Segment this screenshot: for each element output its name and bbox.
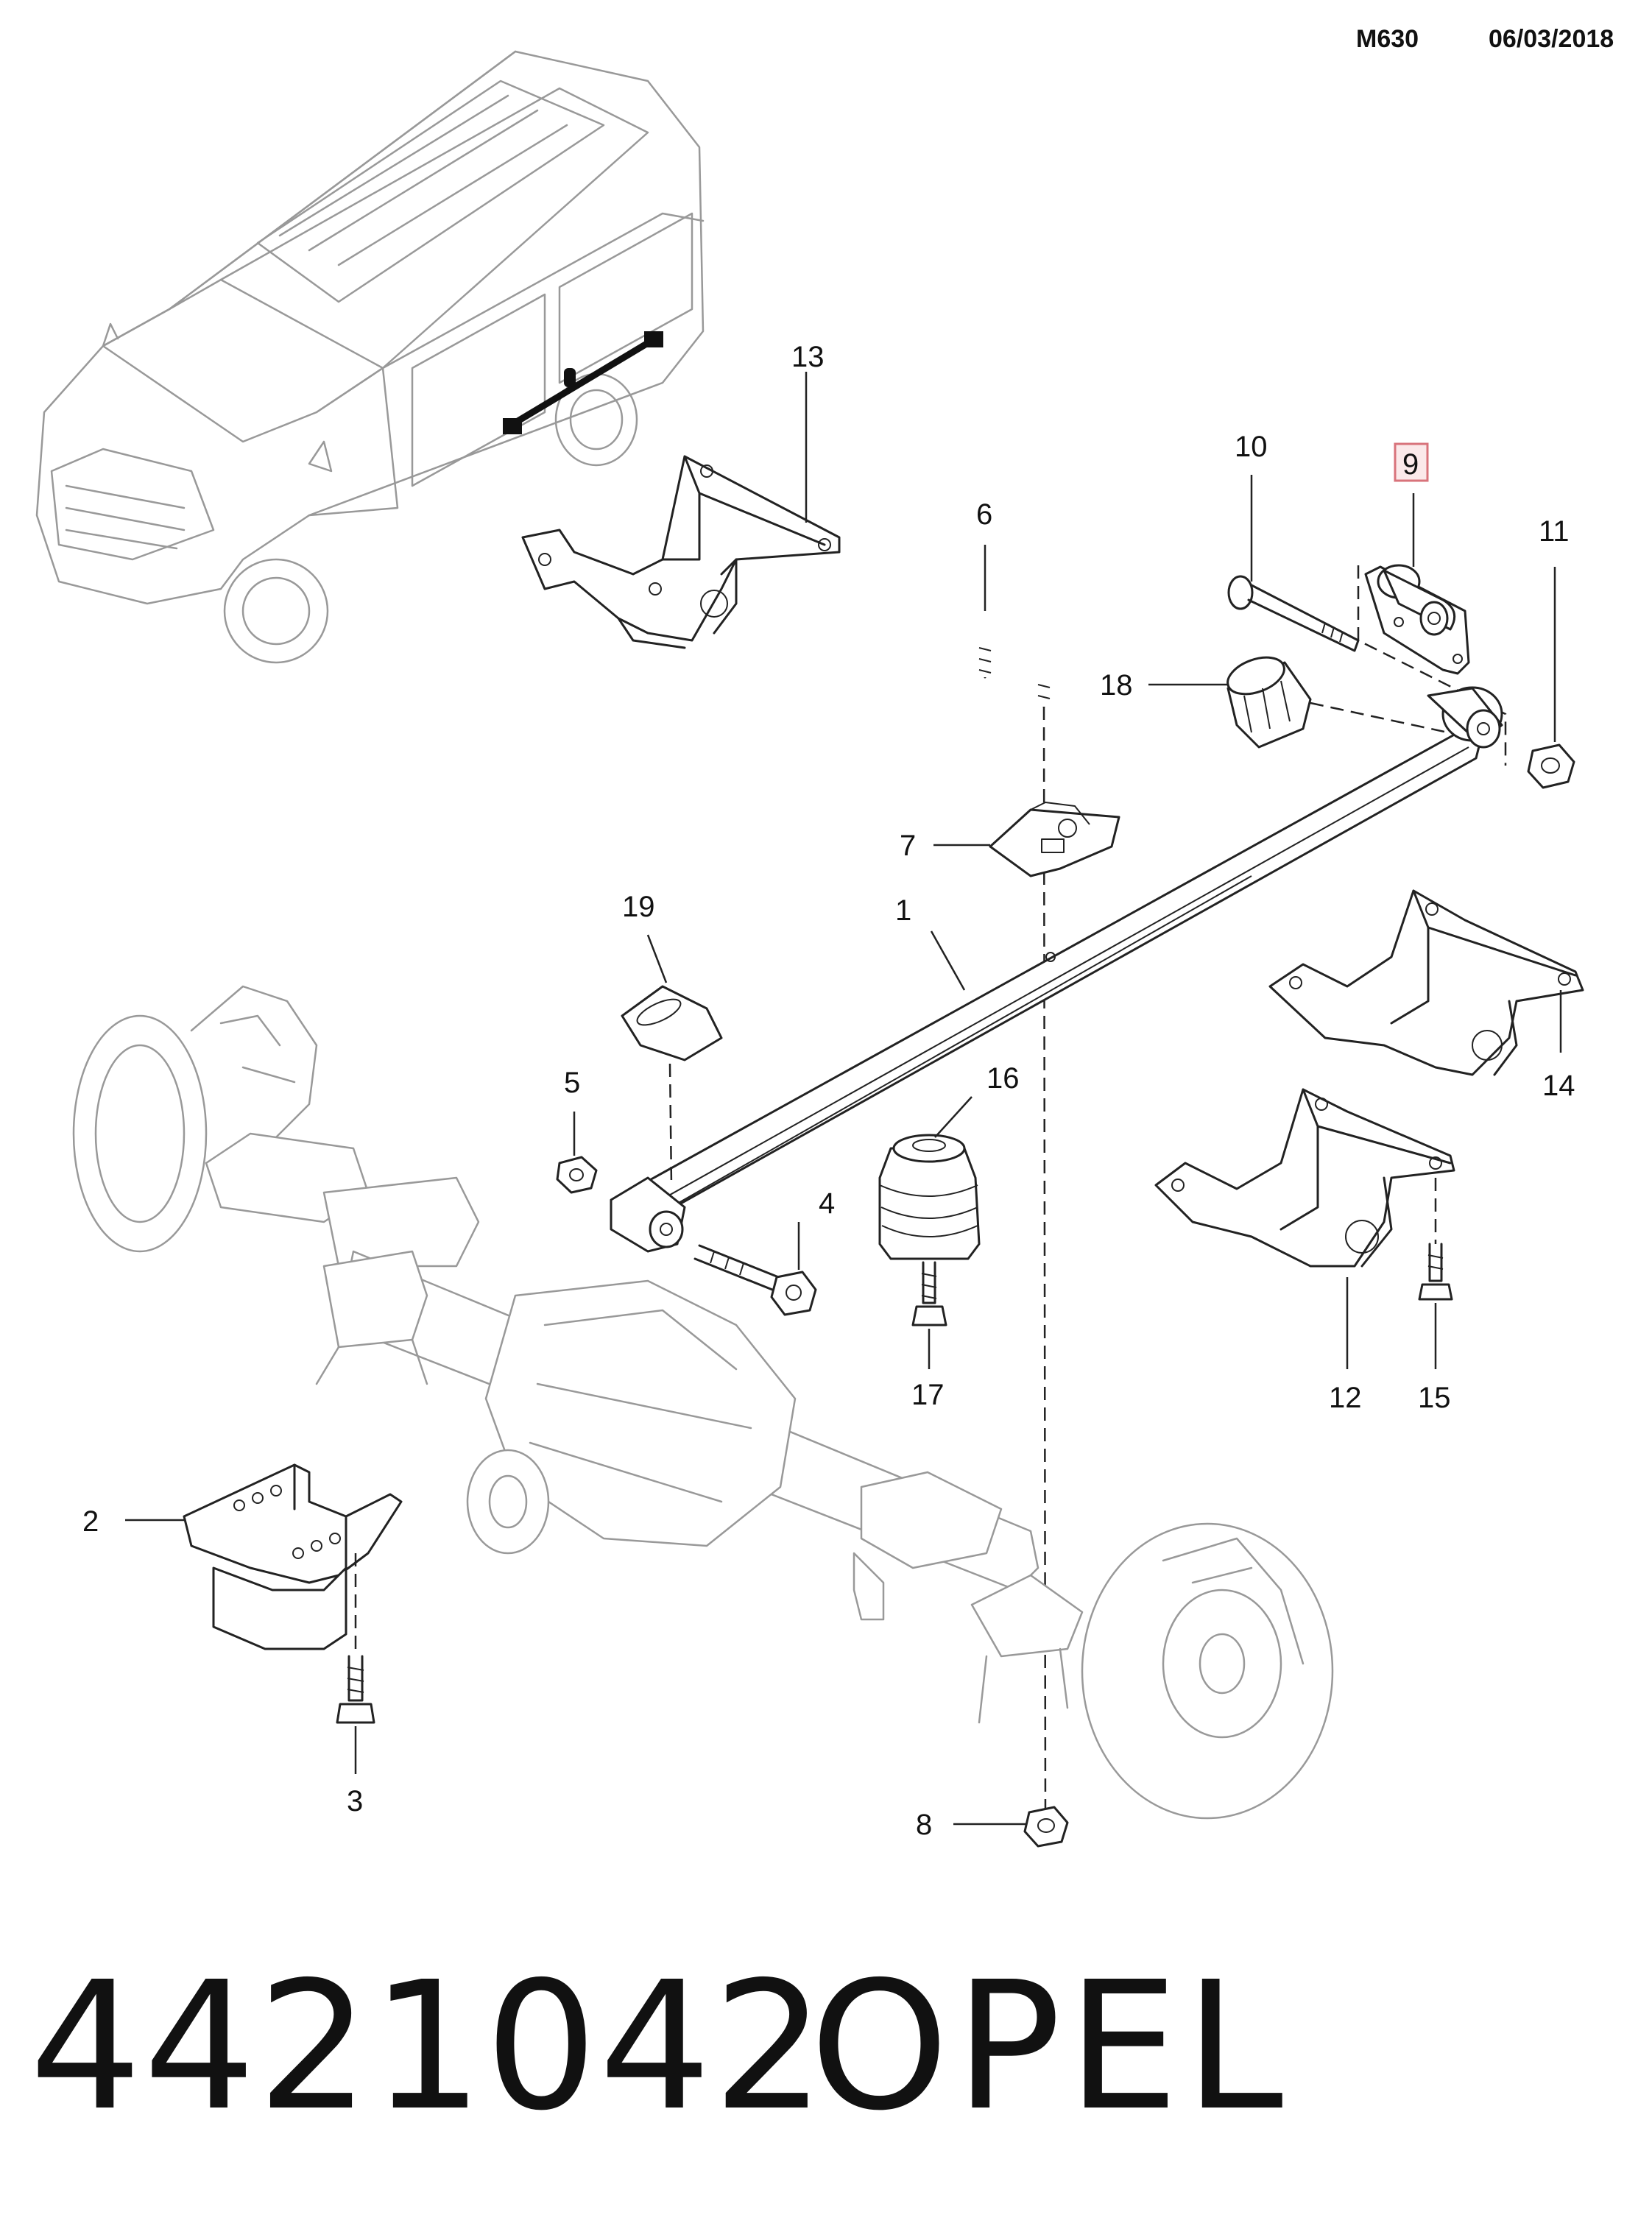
part-18-bump-stop bbox=[1226, 656, 1312, 749]
part-4-bolt bbox=[693, 1244, 817, 1316]
callout-5: 5 bbox=[564, 1067, 580, 1099]
part-3-screw bbox=[336, 1553, 375, 1724]
callout-3: 3 bbox=[347, 1785, 363, 1817]
part-17-screw bbox=[911, 1261, 947, 1326]
diagram-code: M630 bbox=[1356, 25, 1419, 53]
van-illustration bbox=[35, 50, 705, 664]
callout-16: 16 bbox=[986, 1062, 1020, 1095]
callout-17: 17 bbox=[911, 1379, 945, 1411]
callout-13: 13 bbox=[791, 341, 825, 373]
part-15-screw bbox=[1418, 1178, 1453, 1301]
brand-name: OPEL bbox=[810, 1943, 1289, 2149]
callout-11: 11 bbox=[1539, 515, 1570, 548]
part-1-leaf-spring bbox=[610, 686, 1503, 1253]
part-12-rear-hanger-bracket bbox=[1154, 1088, 1455, 1268]
callout-4: 4 bbox=[819, 1187, 835, 1220]
callout-1: 1 bbox=[895, 894, 911, 927]
callout-14: 14 bbox=[1542, 1070, 1575, 1102]
callout-8: 8 bbox=[916, 1809, 932, 1841]
callout-9: 9 bbox=[1402, 448, 1419, 481]
part-14-rear-hanger-bracket bbox=[1268, 889, 1584, 1076]
part-7-spring-plate bbox=[989, 802, 1120, 877]
callout-9-highlight bbox=[1394, 442, 1429, 482]
rear-axle-assembly bbox=[72, 985, 1334, 1820]
part-19-clip bbox=[621, 985, 723, 1061]
part-9-shackle bbox=[1364, 564, 1470, 675]
callout-15: 15 bbox=[1418, 1382, 1451, 1414]
callout-6: 6 bbox=[976, 498, 992, 531]
part-10-bolt bbox=[1227, 575, 1360, 652]
part-13-front-hanger-bracket bbox=[521, 455, 841, 649]
part-16-bump-stop bbox=[878, 1134, 981, 1260]
diagram-date: 06/03/2018 bbox=[1489, 25, 1614, 53]
part-6-u-bolt bbox=[978, 616, 1051, 708]
part-8-nut bbox=[1023, 1806, 1069, 1848]
callout-10: 10 bbox=[1235, 431, 1268, 463]
callout-19: 19 bbox=[622, 891, 655, 923]
part-5-nut bbox=[556, 1156, 598, 1194]
part-number: 4421042 bbox=[29, 1943, 827, 2149]
callout-12: 12 bbox=[1329, 1382, 1362, 1414]
callout-18: 18 bbox=[1100, 669, 1133, 702]
callout-2: 2 bbox=[82, 1505, 99, 1538]
part-11-nut bbox=[1527, 743, 1575, 789]
part-2-axle-bracket bbox=[183, 1463, 403, 1650]
callout-7: 7 bbox=[900, 830, 916, 862]
